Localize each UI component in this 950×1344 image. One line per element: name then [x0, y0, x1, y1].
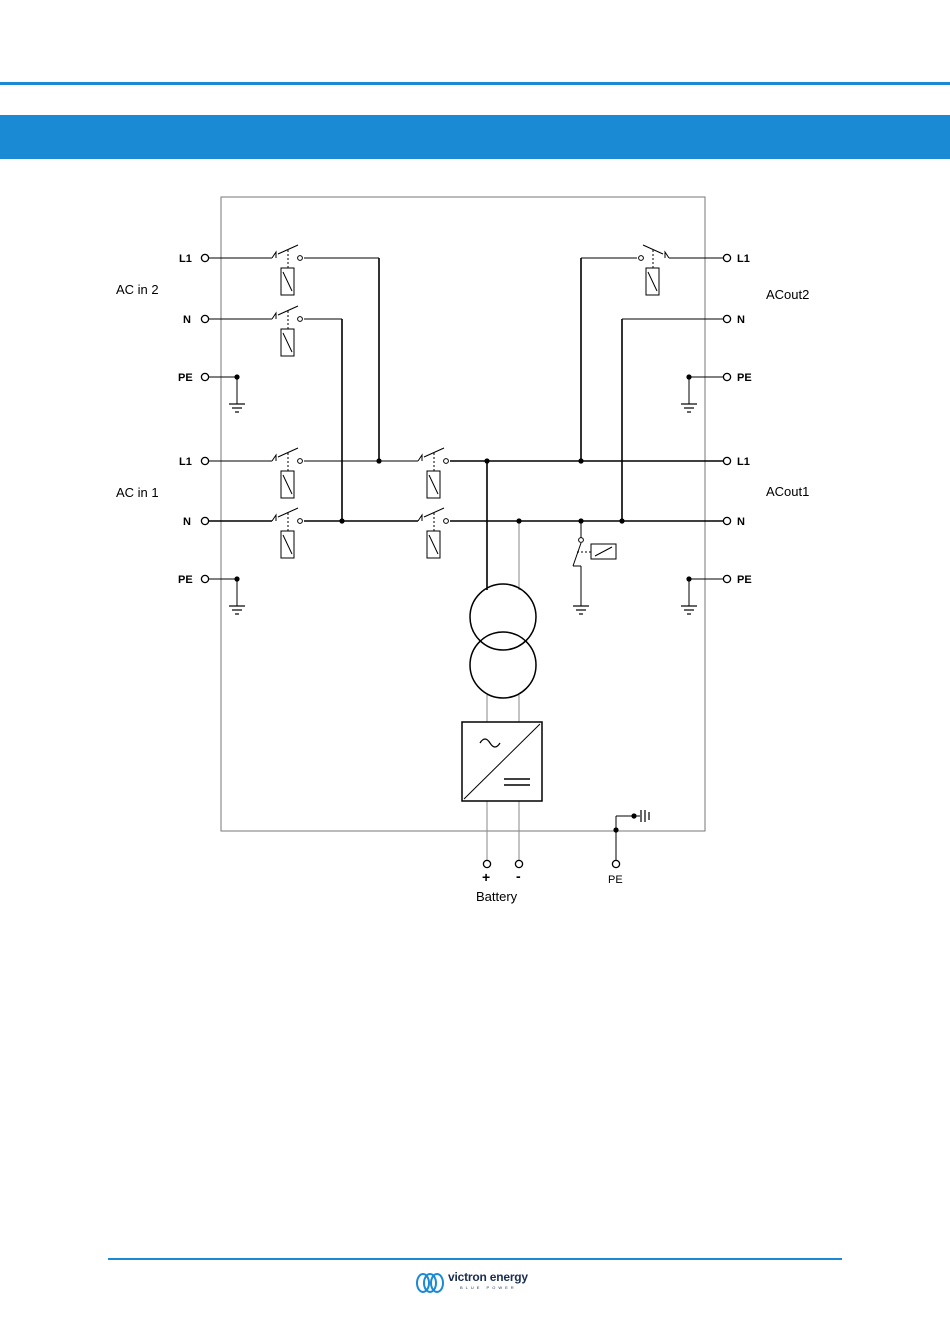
- switch-acin1-n: [272, 508, 302, 558]
- ground-symbol-acin1: [229, 606, 245, 614]
- transformer: [470, 584, 536, 698]
- chassis-ground-symbol: [641, 810, 649, 822]
- group-label-ac-in-2: AC in 2: [116, 282, 159, 297]
- label-acout2-l1: L1: [737, 253, 750, 265]
- ground-symbol-relay: [573, 606, 589, 614]
- label-battery-plus: +: [482, 869, 490, 885]
- group-label-ac-in-1: AC in 1: [116, 485, 159, 500]
- label-acout2-n: N: [737, 314, 745, 326]
- footer-tagline: BLUE POWER: [460, 1285, 517, 1290]
- group-label-battery: Battery: [476, 889, 518, 904]
- label-acin1-l1: L1: [179, 456, 192, 468]
- label-acout1-l1: L1: [737, 456, 750, 468]
- switch-transfer-n: [418, 508, 448, 558]
- switch-acin2-l1: [272, 245, 302, 295]
- junction-dots: [234, 374, 691, 832]
- label-acin1-pe: PE: [178, 574, 193, 586]
- label-acin2-n: N: [183, 314, 191, 326]
- group-label-ac-out-1: ACout1: [766, 484, 809, 499]
- switch-acout2-l1: [639, 245, 669, 295]
- ground-symbol-acout1: [681, 606, 697, 614]
- label-chassis-pe: PE: [608, 874, 623, 886]
- relay-n-pe: [573, 538, 616, 566]
- switch-acin1-l1: [272, 448, 302, 498]
- switch-transfer-l1: [418, 448, 448, 498]
- switch-acin2-n: [272, 306, 302, 356]
- label-acout1-pe: PE: [737, 574, 752, 586]
- label-acout2-pe: PE: [737, 372, 752, 384]
- label-acin1-n: N: [183, 516, 191, 528]
- label-acin2-pe: PE: [178, 372, 193, 384]
- label-acout1-n: N: [737, 516, 745, 528]
- label-battery-minus: -: [516, 868, 521, 884]
- ground-symbol-acout2: [681, 404, 697, 412]
- footer-brand-name: victron energy: [448, 1270, 528, 1284]
- group-label-ac-out-2: ACout2: [766, 287, 809, 302]
- inverter-block: [462, 722, 542, 801]
- label-acin2-l1: L1: [179, 253, 192, 265]
- ground-symbol-acin2: [229, 404, 245, 412]
